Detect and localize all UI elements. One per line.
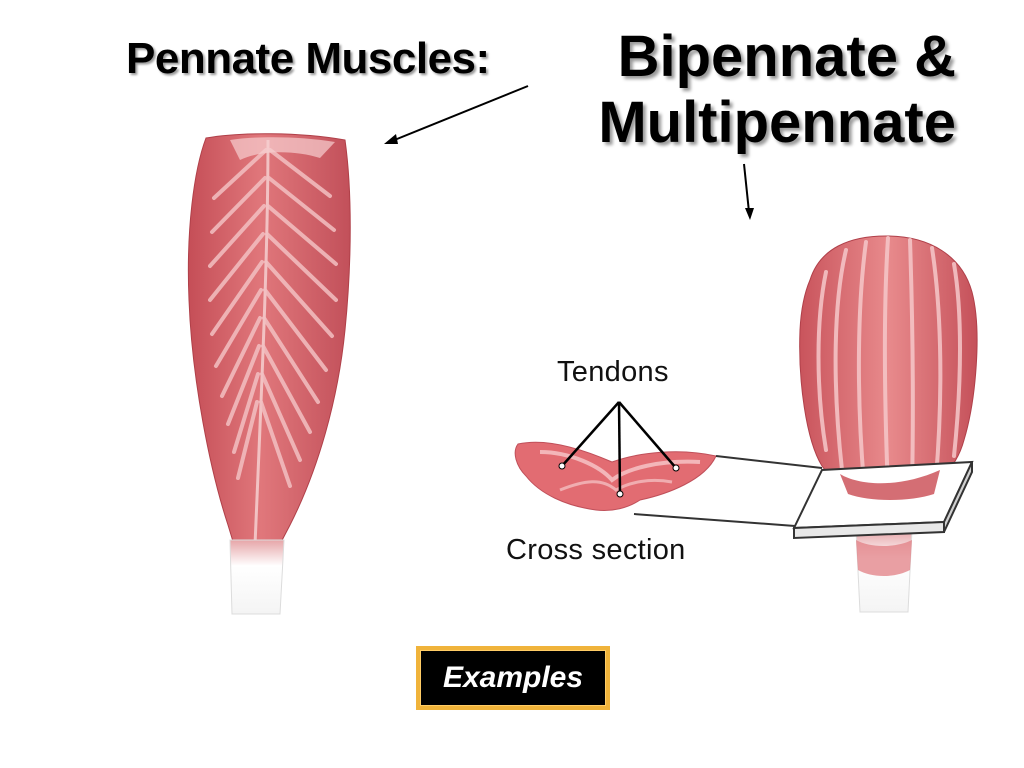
cross-section-label: Cross section <box>506 534 686 566</box>
bipennate-muscle-image <box>187 133 351 615</box>
tendons-label: Tendons <box>557 356 669 388</box>
title-line-bipennate: Bipennate & <box>617 24 956 89</box>
examples-button-face[interactable]: Examples <box>420 650 606 706</box>
cross-section-image <box>514 401 823 527</box>
arrow-to-multipennate <box>743 163 754 220</box>
arrow-to-bipennate <box>384 85 529 144</box>
examples-button[interactable]: Examples <box>416 646 610 710</box>
title-pennate-muscles: Pennate Muscles: <box>126 34 490 83</box>
title-bipennate-multipennate: Bipennate & Multipennate <box>598 24 956 156</box>
examples-button-label: Examples <box>442 661 584 694</box>
title-line-multipennate: Multipennate <box>598 90 956 155</box>
multipennate-muscle-image <box>792 235 978 613</box>
